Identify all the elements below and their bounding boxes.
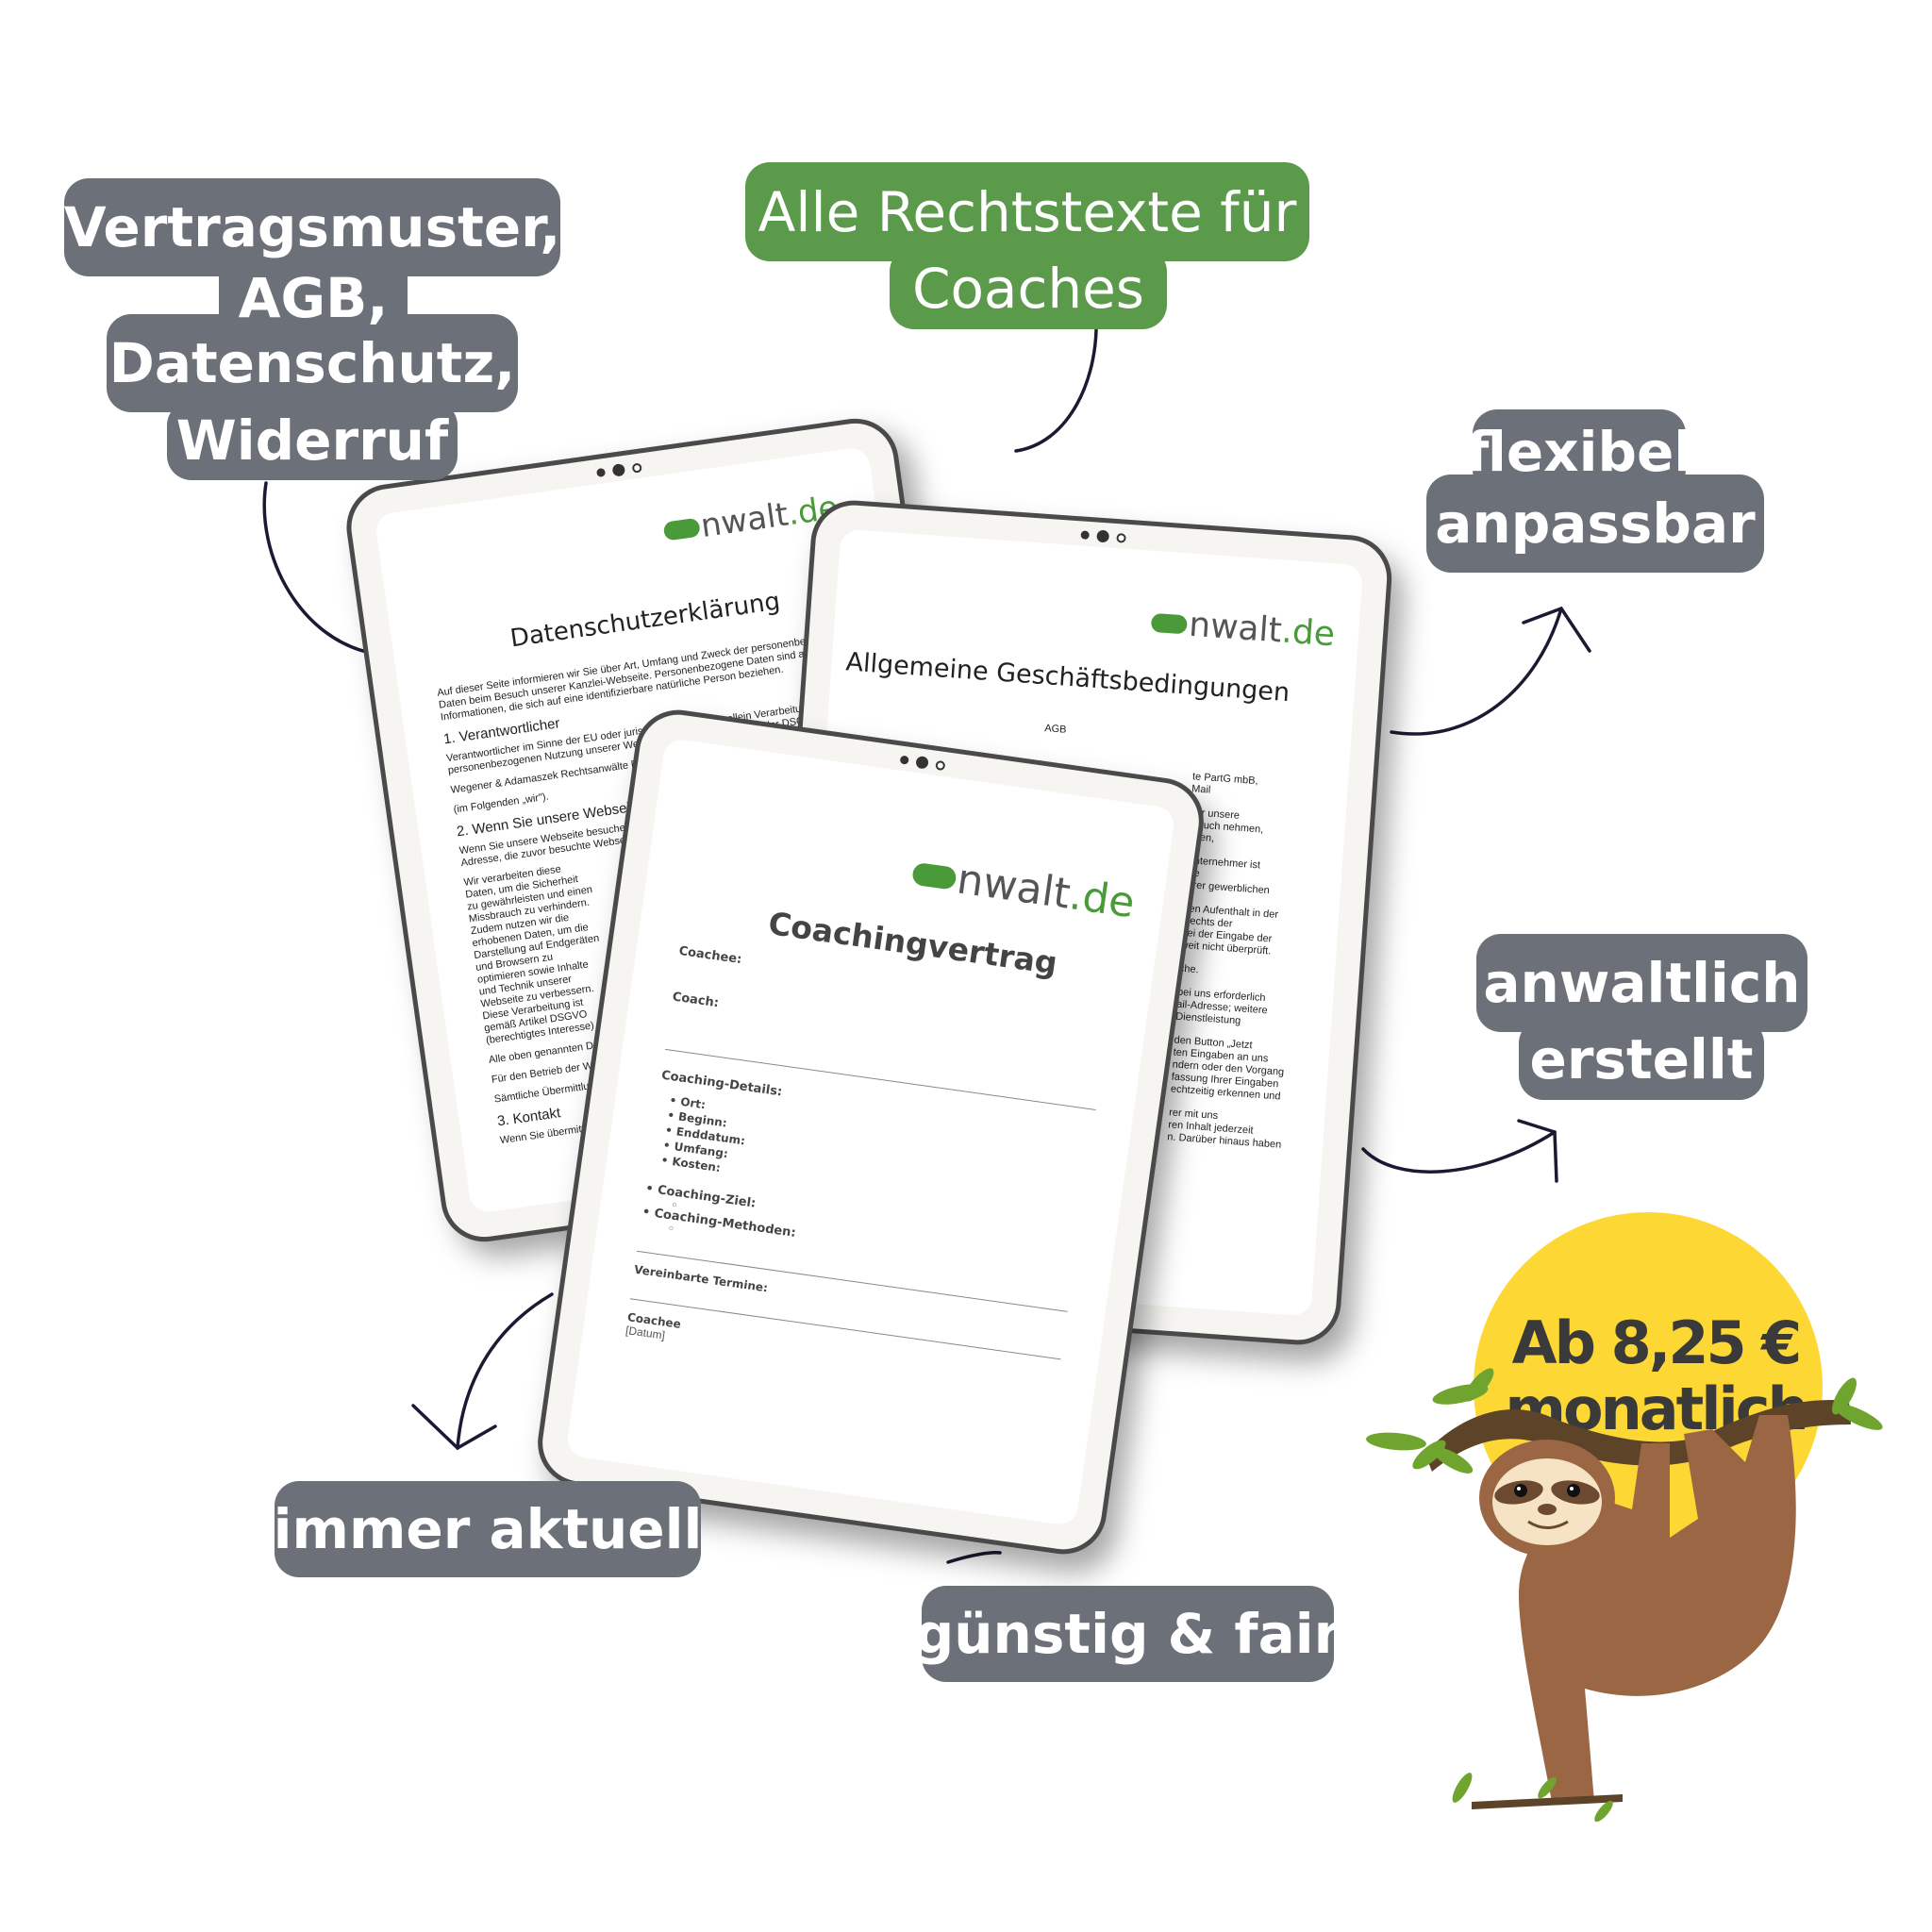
leaves: [1366, 1368, 1883, 1474]
arrow-flexible-head: [1522, 606, 1591, 653]
branch: [1424, 1400, 1851, 1472]
curve-line-fair: [946, 1551, 1002, 1564]
arrow-flexible: [1390, 607, 1563, 736]
privacy-paragraph-processing: Wir verarbeiten diese Daten, um die Sich…: [462, 863, 600, 1047]
camera-icon: [1079, 528, 1126, 543]
camera-icon: [595, 460, 642, 479]
label-line: anwaltlich: [1476, 934, 1807, 1032]
onwalt-logo: nwalt.de: [909, 849, 1138, 927]
sloth-nose: [1538, 1504, 1557, 1515]
arrow-lawyer: [1361, 1130, 1557, 1174]
camera-icon: [899, 754, 946, 773]
sloth-eye: [1567, 1484, 1580, 1497]
sloth-face: [1492, 1458, 1602, 1545]
price-badge: Ab 8,25 € monatlich: [1366, 1212, 1883, 1823]
label-line: Widerruf: [167, 401, 458, 480]
label-always-current: immer aktuell: [274, 1481, 702, 1577]
doc-title: Allgemeine Geschäftsbedingungen: [844, 647, 1291, 708]
curve-line-headline: [1014, 328, 1098, 453]
lower-branch: [1472, 1794, 1623, 1809]
curve-line-docs: [262, 481, 377, 656]
label-line: erstellt: [1519, 1019, 1764, 1100]
doc-line: che.: [1178, 962, 1200, 976]
onwalt-logo: nwalt.de: [1150, 603, 1336, 654]
sloth-smile: [1527, 1520, 1569, 1529]
sloth-eye: [1514, 1484, 1527, 1497]
headline-line: Alle Rechtstexte für: [745, 162, 1309, 261]
doc-title: Datenschutzerklärung: [508, 587, 782, 654]
tablet-coaching-contract: nwalt.de Coachingvertrag Coachee: Coach:…: [532, 704, 1209, 1560]
label-line: AGB,: [219, 264, 408, 332]
doc-subtitle: AGB: [1043, 723, 1067, 736]
label-line: anpassbar: [1426, 475, 1764, 573]
arrow-lawyer-head: [1517, 1119, 1558, 1183]
headline-line: Coaches: [890, 247, 1167, 329]
label-line: Vertragsmuster,: [64, 178, 560, 276]
arrow-current-head: [411, 1404, 497, 1451]
arrow-current: [456, 1292, 554, 1450]
sloth-illustration: [1366, 1368, 1883, 1823]
price-line-1: Ab 8,25 €: [1512, 1308, 1800, 1377]
doc-body: Coachee: Coach: Coaching-Details: • Ort:…: [625, 944, 1110, 1397]
label-fair-price: günstig & fair: [915, 1586, 1341, 1682]
